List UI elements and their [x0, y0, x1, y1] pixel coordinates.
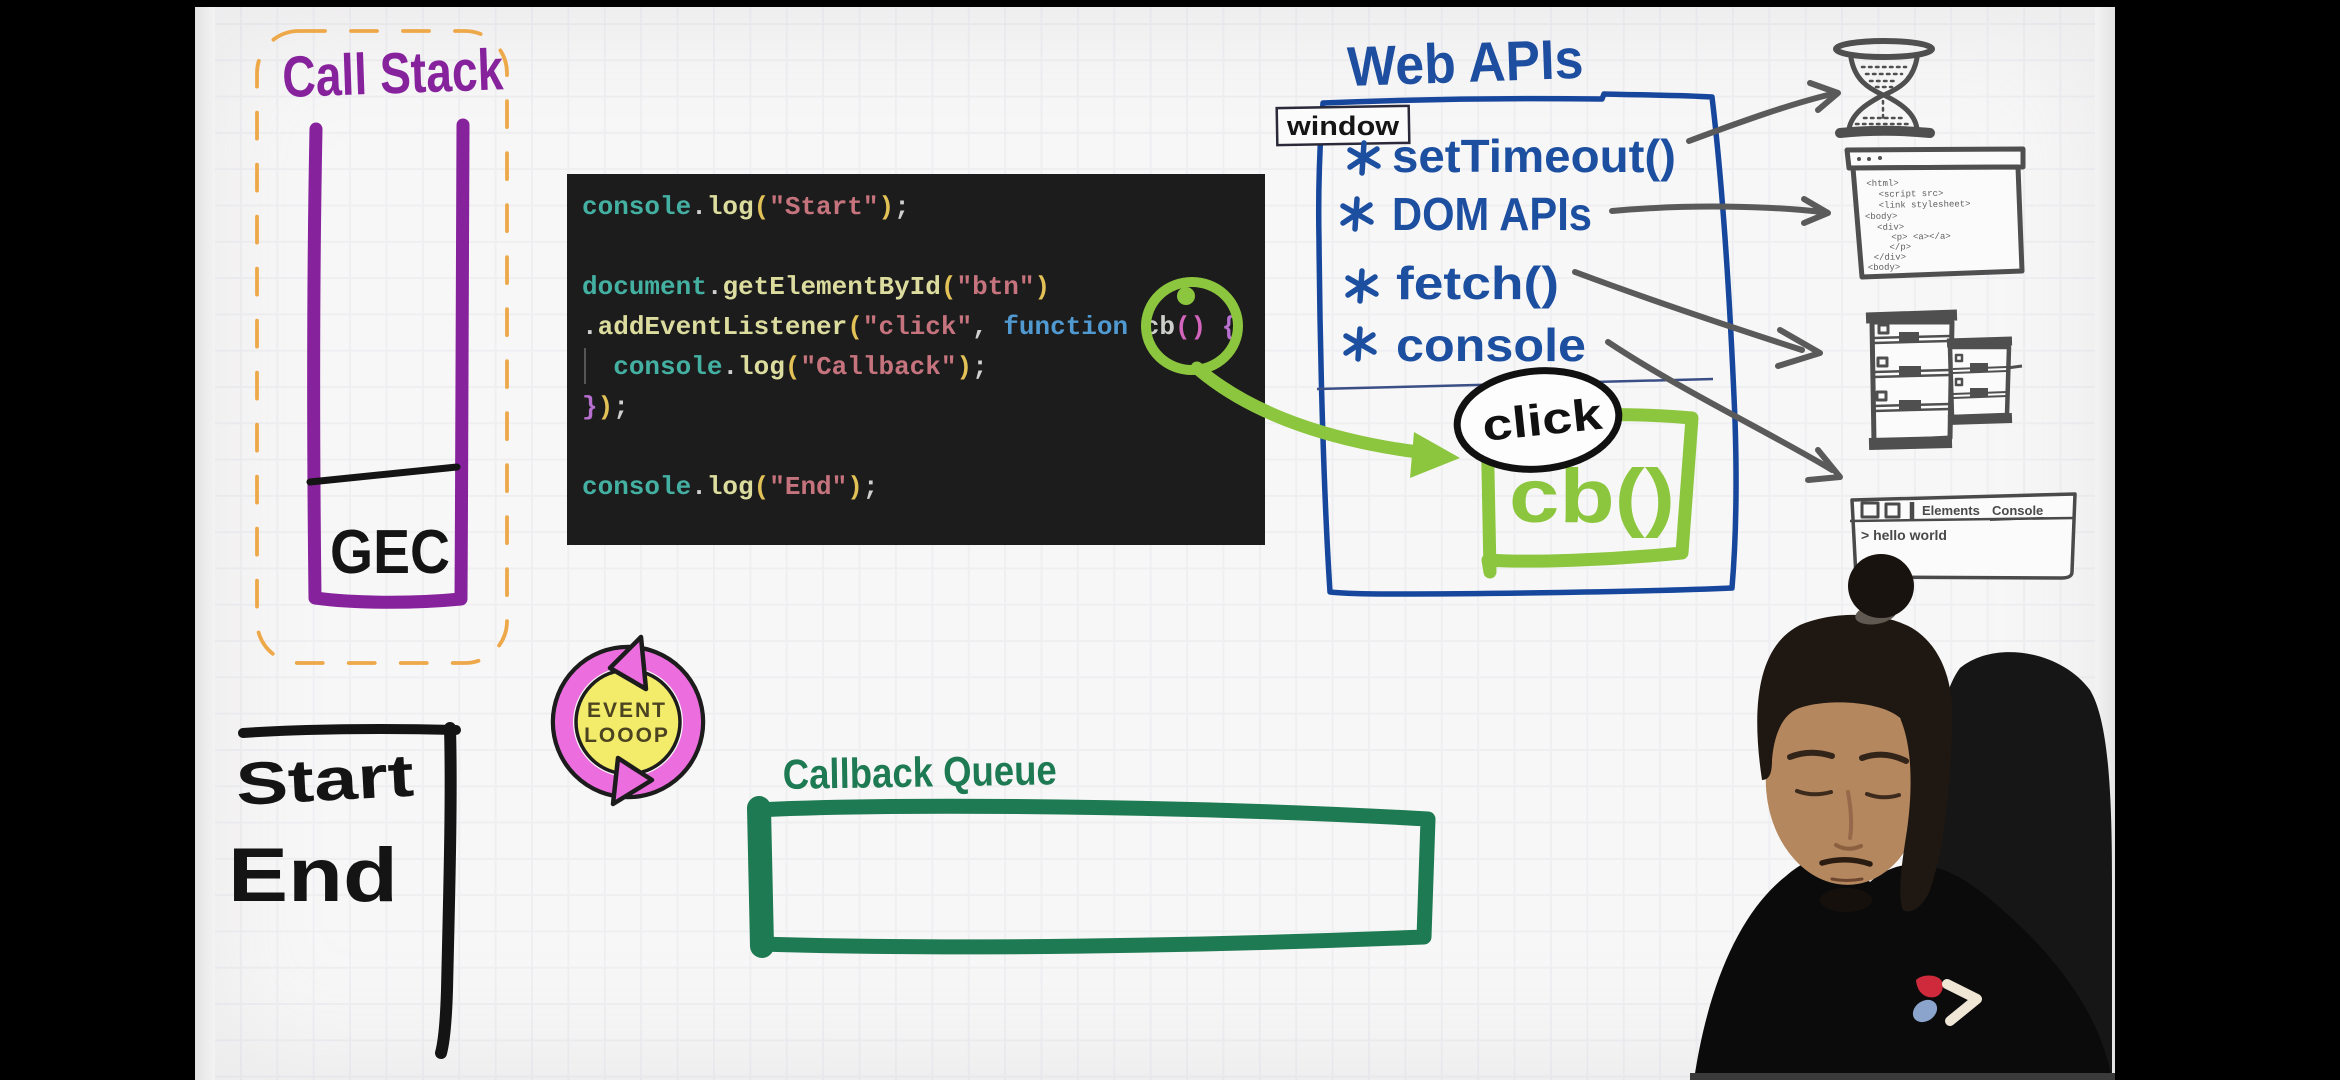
svg-text:<link stylesheet>: <link stylesheet>: [1879, 199, 1971, 211]
svg-text:<p> <a></a>: <p> <a></a>: [1891, 232, 1951, 243]
svg-text:console: console: [1396, 319, 1586, 371]
svg-text:Start: Start: [234, 742, 415, 818]
svg-text:> hello world: > hello world: [1861, 527, 1947, 543]
svg-text:Web APIs: Web APIs: [1346, 27, 1584, 98]
svg-text:GEC: GEC: [330, 518, 450, 587]
svg-text:Callback Queue: Callback Queue: [782, 746, 1057, 798]
svg-text:</p>: </p>: [1889, 242, 1911, 252]
svg-text:<div>: <div>: [1877, 222, 1904, 232]
svg-text:LOOOP: LOOOP: [584, 724, 670, 747]
svg-text:Console: Console: [1992, 503, 2043, 518]
svg-text:Call Stack: Call Stack: [281, 37, 505, 110]
svg-text:<body>: <body>: [1865, 212, 1898, 223]
svg-text:<body>: <body>: [1868, 263, 1901, 274]
svg-text:<script src>: <script src>: [1878, 189, 1943, 200]
svg-text:fetch(): fetch(): [1396, 257, 1559, 309]
svg-text:DOM APIs: DOM APIs: [1392, 188, 1592, 240]
svg-text:</div>: </div>: [1874, 252, 1907, 263]
svg-text:setTimeout(): setTimeout(): [1392, 130, 1676, 182]
svg-text:End: End: [228, 833, 398, 918]
svg-text:<html>: <html>: [1866, 179, 1899, 190]
svg-text:EVENT: EVENT: [587, 699, 667, 722]
svg-text:window: window: [1286, 111, 1400, 141]
svg-text:Elements: Elements: [1922, 503, 1980, 518]
